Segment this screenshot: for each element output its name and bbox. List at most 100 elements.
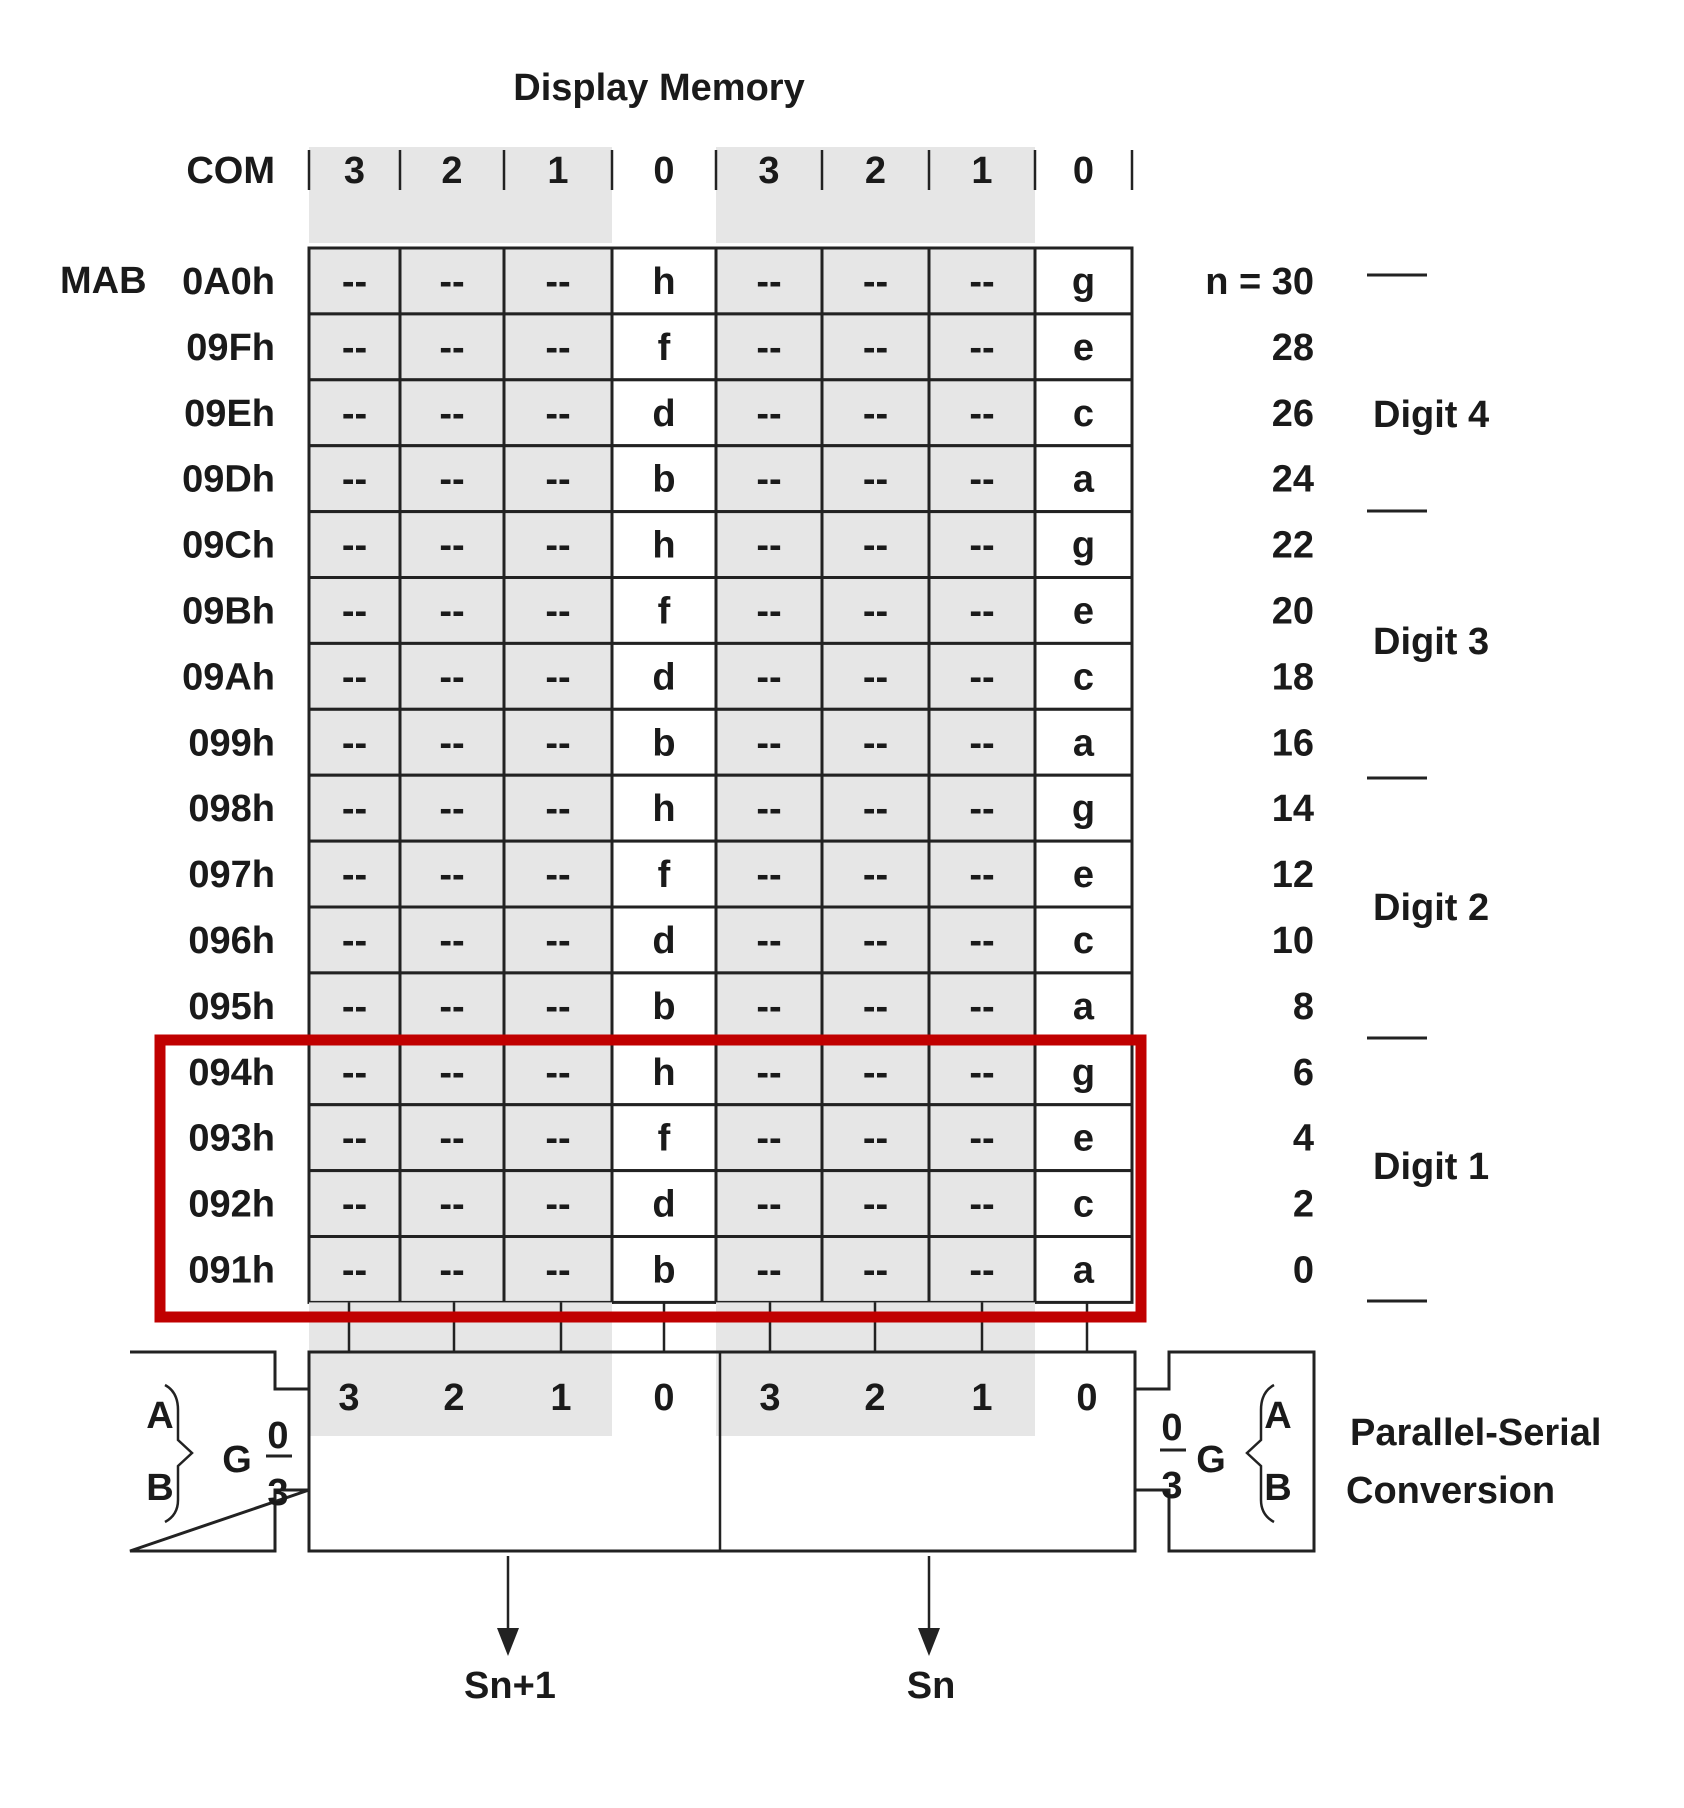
com-header: 3 <box>758 150 779 192</box>
row-address: 091h <box>188 1249 275 1291</box>
memory-cell <box>820 510 931 580</box>
cell-value: -- <box>545 656 570 698</box>
com-header: 2 <box>441 150 462 192</box>
conversion-shade <box>309 1352 612 1436</box>
row-address: 09Eh <box>184 393 275 435</box>
memory-cell <box>714 1103 824 1173</box>
cell-value: -- <box>969 590 994 632</box>
cell-value: a <box>1073 1249 1095 1291</box>
cell-value: -- <box>545 722 570 764</box>
memory-cell <box>820 1235 931 1304</box>
conversion-bit: 0 <box>1076 1377 1097 1419</box>
cell-value: -- <box>969 393 994 435</box>
cell-value: -- <box>545 261 570 303</box>
conversion-bit: 3 <box>759 1377 780 1419</box>
cell-value: -- <box>969 722 994 764</box>
memory-cell <box>1033 707 1134 777</box>
cell-value: e <box>1073 854 1094 896</box>
header-shade <box>309 147 612 243</box>
conversion-bit: 2 <box>864 1377 885 1419</box>
com-header: 0 <box>653 150 674 192</box>
cell-value: -- <box>342 393 367 435</box>
memory-cell <box>1033 641 1134 711</box>
connector-shade <box>309 1302 612 1352</box>
cell-value: -- <box>342 656 367 698</box>
cell-value: -- <box>439 722 464 764</box>
memory-cell <box>307 773 402 843</box>
cell-value: e <box>1073 590 1094 632</box>
segment-index: 24 <box>1272 459 1314 501</box>
cell-value: -- <box>545 590 570 632</box>
cell-value: g <box>1072 1052 1095 1094</box>
cell-value: -- <box>863 1249 888 1291</box>
cell-value: -- <box>863 590 888 632</box>
cell-value: -- <box>756 459 781 501</box>
cell-value: -- <box>342 986 367 1028</box>
row-address: 0A0h <box>182 261 275 303</box>
cell-value: -- <box>863 1118 888 1160</box>
arrow-down-icon <box>497 1628 519 1656</box>
conversion-label: Parallel-Serial <box>1350 1412 1601 1454</box>
conversion-label: Conversion <box>1346 1470 1555 1512</box>
digit-label: Digit 1 <box>1373 1146 1489 1188</box>
conversion-bit: 3 <box>338 1377 359 1419</box>
cell-value: -- <box>439 327 464 369</box>
cell-value: -- <box>756 393 781 435</box>
cell-value: -- <box>863 656 888 698</box>
cell-value: -- <box>545 525 570 567</box>
cell-value: -- <box>439 393 464 435</box>
gate-bottom-index: 3 <box>1161 1465 1182 1507</box>
segment-index: 8 <box>1293 986 1314 1028</box>
memory-cell <box>714 641 824 711</box>
memory-cell <box>307 510 402 580</box>
memory-cell <box>502 576 614 645</box>
segment-index: 0 <box>1293 1249 1314 1291</box>
memory-cell <box>502 312 614 382</box>
cell-value: -- <box>756 788 781 830</box>
gate-label: G <box>1196 1439 1226 1481</box>
cell-value: -- <box>756 327 781 369</box>
gate-input-a: A <box>1264 1395 1291 1437</box>
memory-cell <box>714 378 824 448</box>
cell-value: -- <box>342 590 367 632</box>
cell-value: -- <box>756 525 781 567</box>
cell-value: -- <box>439 656 464 698</box>
brace-icon <box>1245 1383 1275 1524</box>
cell-value: a <box>1073 722 1095 764</box>
right-gate-box <box>1135 1350 1316 1553</box>
com-header: 1 <box>971 150 992 192</box>
cell-value: -- <box>545 986 570 1028</box>
digit-label: Digit 3 <box>1373 621 1489 663</box>
memory-cell <box>820 1169 931 1238</box>
cell-value: -- <box>342 261 367 303</box>
cell-value: f <box>658 1118 671 1160</box>
cell-value: -- <box>969 327 994 369</box>
segment-index: 10 <box>1272 920 1314 962</box>
cell-value: c <box>1073 656 1094 698</box>
cell-value: d <box>652 1184 675 1226</box>
cell-value: b <box>652 459 675 501</box>
gate-bottom-index: 3 <box>267 1472 288 1514</box>
cell-value: -- <box>863 459 888 501</box>
cell-value: -- <box>439 920 464 962</box>
memory-cell <box>502 839 614 909</box>
memory-cell <box>714 576 824 645</box>
cell-value: -- <box>545 920 570 962</box>
cell-value: -- <box>342 1184 367 1226</box>
cell-value: -- <box>545 327 570 369</box>
memory-cell <box>1033 1103 1134 1173</box>
cell-value: -- <box>756 854 781 896</box>
memory-cell <box>502 378 614 448</box>
memory-cell <box>820 641 931 711</box>
cell-value: f <box>658 854 671 896</box>
cell-value: -- <box>863 525 888 567</box>
cell-value: -- <box>969 525 994 567</box>
memory-cell <box>398 1037 506 1107</box>
cell-value: b <box>652 1249 675 1291</box>
memory-cell <box>610 312 718 382</box>
com-header: 1 <box>547 150 568 192</box>
